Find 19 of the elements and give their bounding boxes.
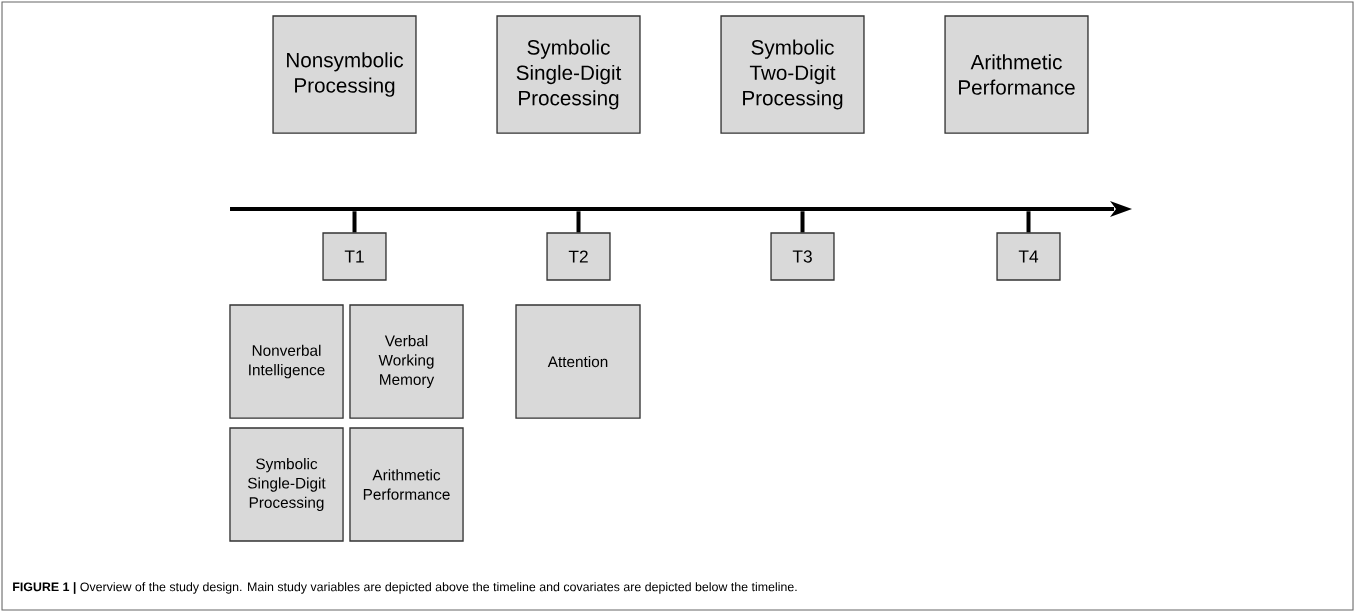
time-point-box: T4	[996, 232, 1061, 281]
variable-box: Arithmetic Performance	[944, 15, 1089, 134]
figure-caption: FIGURE 1 | Overview of the study design. Main study variables are depicted above the timeline and covariates are depicted below the timeline.	[13, 582, 797, 594]
covariate-box: Symbolic Single-Digit Processing	[229, 427, 344, 542]
timeline-arrow	[230, 201, 1132, 217]
tick-line	[800, 211, 805, 233]
tick-line	[576, 211, 581, 233]
covariate-box: Attention	[515, 304, 641, 419]
tick-line	[352, 211, 357, 233]
variable-box: Symbolic Single-Digit Processing	[496, 15, 641, 134]
covariate-box: Verbal Working Memory	[349, 304, 464, 419]
covariate-box: Nonverbal Intelligence	[229, 304, 344, 419]
variable-box: Nonsymbolic Processing	[272, 15, 417, 134]
time-point-box: T1	[322, 232, 387, 281]
covariate-box: Arithmetic Performance	[349, 427, 464, 542]
time-point-box: T2	[546, 232, 611, 281]
variable-box: Symbolic Two-Digit Processing	[720, 15, 865, 134]
tick-line	[1026, 211, 1031, 233]
time-point-box: T3	[770, 232, 835, 281]
